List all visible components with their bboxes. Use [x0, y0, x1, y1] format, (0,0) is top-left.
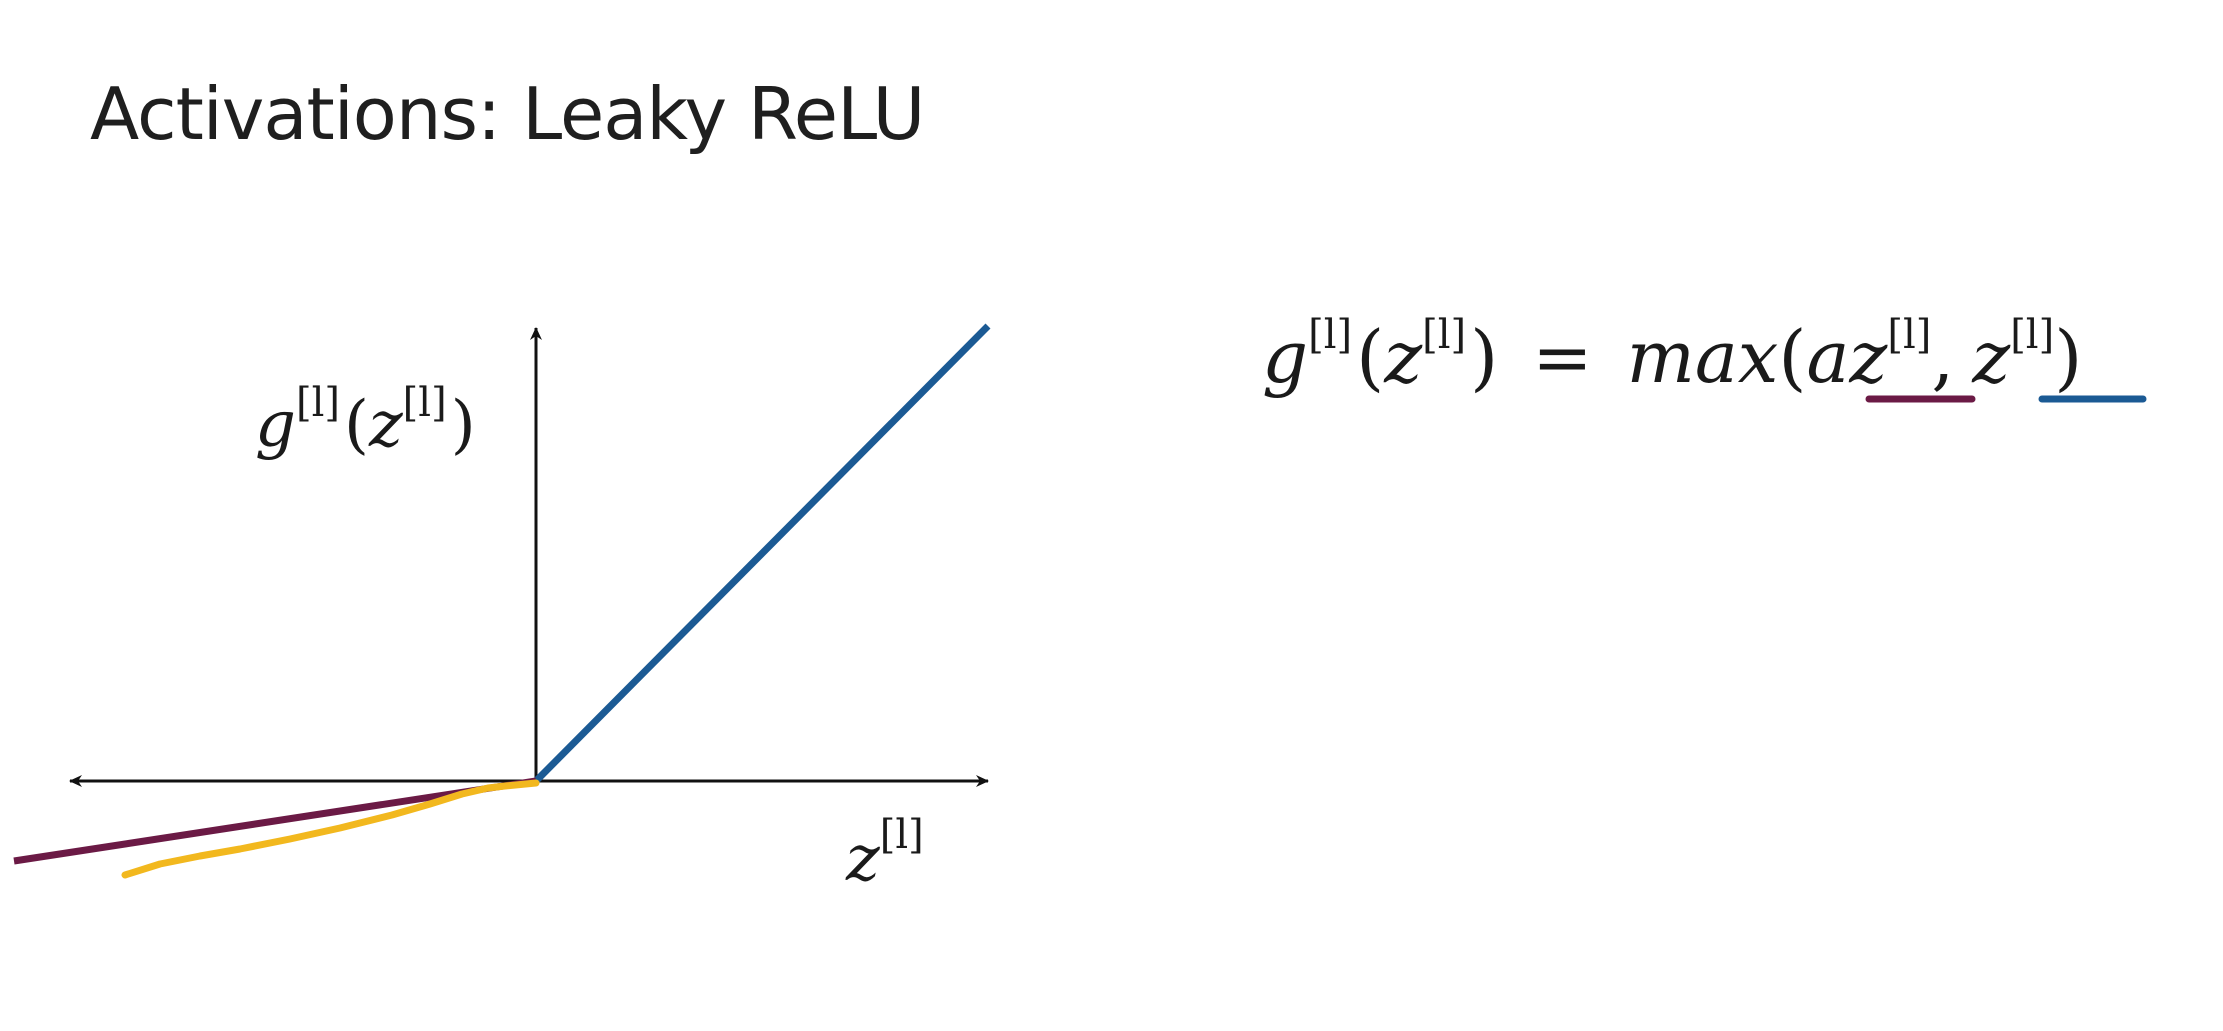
y-label-close: ): [451, 388, 476, 462]
leaky-negative-line: [13, 777, 537, 865]
formula-comma: ,: [1931, 315, 1954, 399]
positive-region-line: [533, 323, 991, 784]
formula-func: max: [1627, 315, 1779, 399]
formula-equals: =: [1532, 315, 1592, 399]
formula-lhs-close: ): [1470, 315, 1498, 399]
y-label-arg: z: [368, 388, 404, 462]
formula-term1-var: z: [1848, 315, 1888, 399]
formula-lhs-base: g: [1262, 315, 1308, 399]
axes: [69, 327, 989, 787]
y-label-base: g: [255, 388, 296, 462]
highlight-stroke: [121, 779, 540, 879]
formula-term2-var: z: [1971, 315, 2011, 399]
slide-title: Activations: Leaky ReLU: [90, 72, 925, 156]
formula-close: ): [2054, 315, 2082, 399]
formula-lhs-arg-sup: [l]: [1422, 312, 1466, 358]
formula-lhs-arg: z: [1383, 315, 1423, 399]
x-axis-label: z[l]: [845, 812, 924, 896]
formula-lhs-open: (: [1356, 315, 1384, 399]
leaky-relu-formula: g[l](z[l])=max(az[l],z[l]): [1262, 312, 2082, 399]
x-label-base: z: [845, 822, 881, 896]
formula-term1-coef: a: [1806, 315, 1849, 399]
formula-open: (: [1778, 315, 1806, 399]
formula-term1-sup: [l]: [1887, 312, 1931, 358]
formula-lhs-sup: [l]: [1308, 312, 1352, 358]
y-label-open: (: [344, 388, 369, 462]
y-label-arg-sup: [l]: [403, 380, 447, 426]
formula-term2-sup: [l]: [2010, 312, 2054, 358]
x-label-sup: [l]: [880, 812, 924, 858]
y-axis-label: g[l](z[l]): [255, 380, 476, 462]
y-label-sup: [l]: [296, 380, 340, 426]
